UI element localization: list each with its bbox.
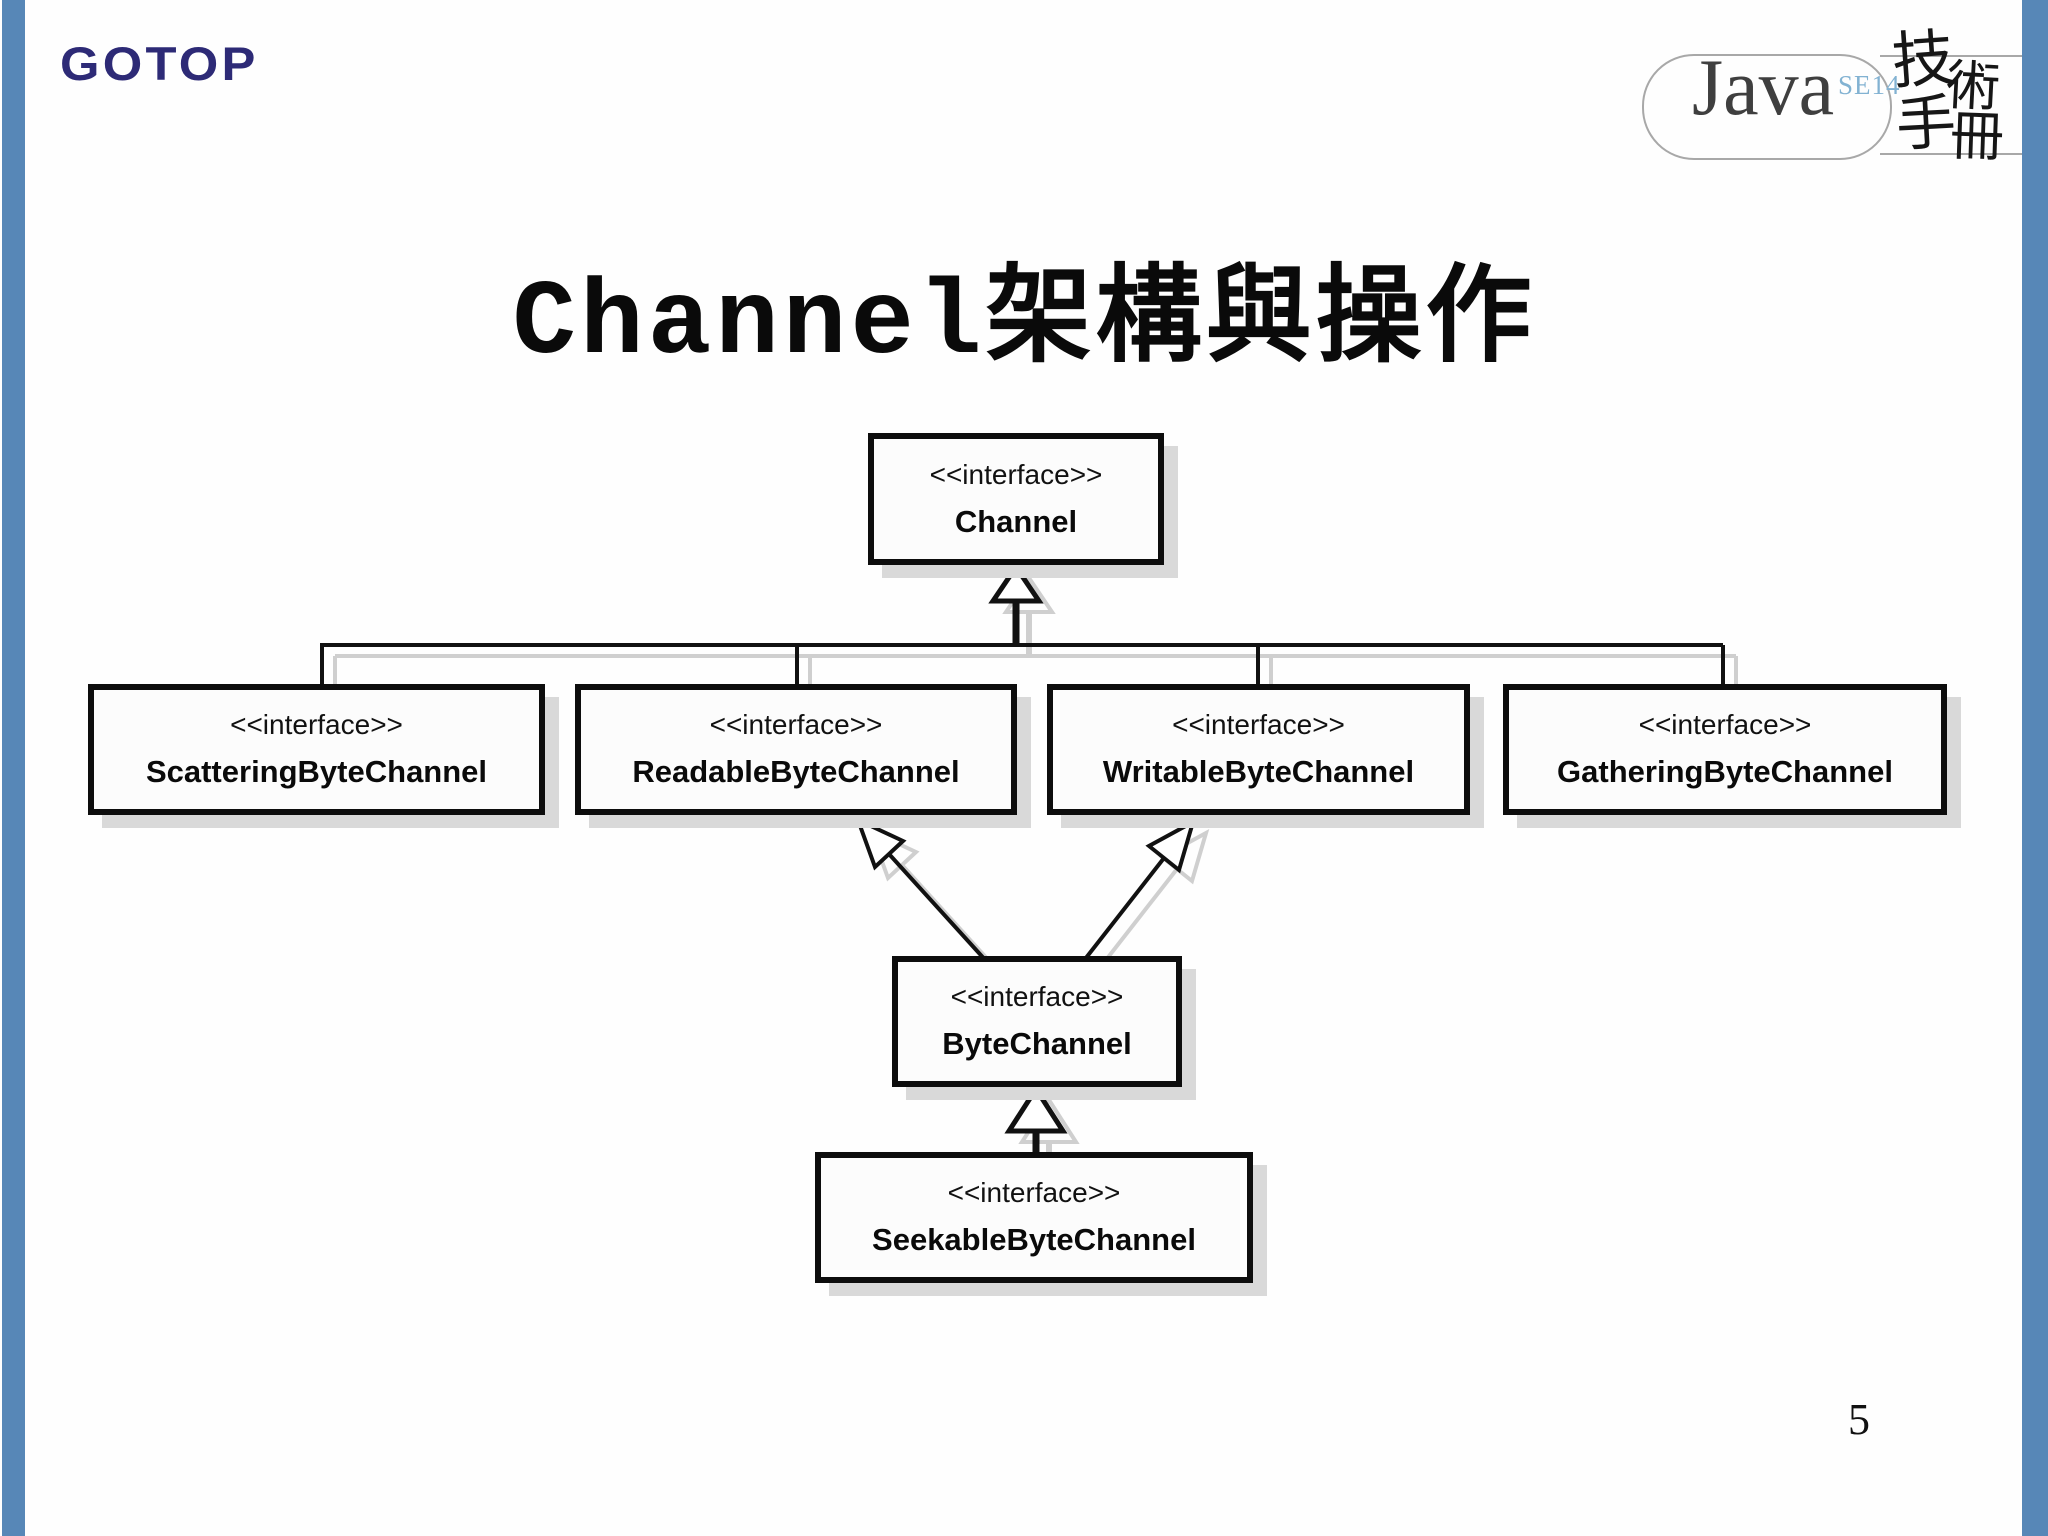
node-name: ByteChannel: [942, 1026, 1132, 1061]
uml-node-channel: <<interface>> Channel: [868, 433, 1164, 565]
page-number: 5: [1848, 1395, 1870, 1444]
node-name: ScatteringByteChannel: [145, 754, 488, 789]
stereotype-label: <<interface>>: [230, 709, 403, 740]
uml-node-gatheringbytechannel: <<interface>> GatheringByteChannel: [1503, 684, 1947, 815]
java-logo-text: Java: [1692, 44, 1835, 132]
inheritance-arrow-bytechannel-to-readable: [854, 816, 990, 965]
inheritance-arrow-seekable-to-bytechannel: [1004, 1084, 1068, 1156]
stereotype-label: <<interface>>: [709, 709, 883, 740]
java-se-version-text: SE14: [1838, 70, 1901, 100]
uml-node-readablebytechannel: <<interface>> ReadableByteChannel: [575, 684, 1017, 815]
java-logo-cn-char: 手: [1894, 89, 1958, 159]
uml-node-seekablebytechannel: <<interface>> SeekableByteChannel: [815, 1152, 1253, 1283]
node-name: Channel: [954, 503, 1078, 539]
gotop-logo: GOTOP: [60, 37, 259, 90]
uml-node-writablebytechannel: <<interface>> WritableByteChannel: [1047, 684, 1470, 815]
stereotype-label: <<interface>>: [947, 1177, 1121, 1208]
inheritance-arrow-row2-to-channel: [320, 562, 1725, 690]
java-logo-rule-top: [1880, 55, 2022, 57]
node-name: ReadableByteChannel: [632, 754, 960, 789]
java-logo-cn-char: 冊: [1948, 106, 2006, 168]
inheritance-arrow-bytechannel-to-writable: [1080, 817, 1197, 965]
uml-node-bytechannel: <<interface>> ByteChannel: [892, 956, 1182, 1087]
uml-node-scatteringbytechannel: <<interface>> ScatteringByteChannel: [88, 684, 545, 815]
stereotype-label: <<interface>>: [929, 458, 1103, 490]
left-accent-bar: [2, 0, 25, 1536]
stereotype-label: <<interface>>: [1638, 709, 1812, 740]
node-name: GatheringByteChannel: [1557, 754, 1893, 789]
node-name: SeekableByteChannel: [872, 1222, 1196, 1257]
stereotype-label: <<interface>>: [1172, 709, 1345, 740]
stereotype-label: <<interface>>: [950, 981, 1124, 1012]
page-title: Channel架構與操作: [512, 264, 1536, 385]
java-logo-oval: [1642, 54, 1892, 160]
node-name: WritableByteChannel: [1102, 754, 1415, 789]
java-logo-rule-bottom: [1880, 153, 2022, 155]
right-accent-bar: [2022, 0, 2048, 1536]
